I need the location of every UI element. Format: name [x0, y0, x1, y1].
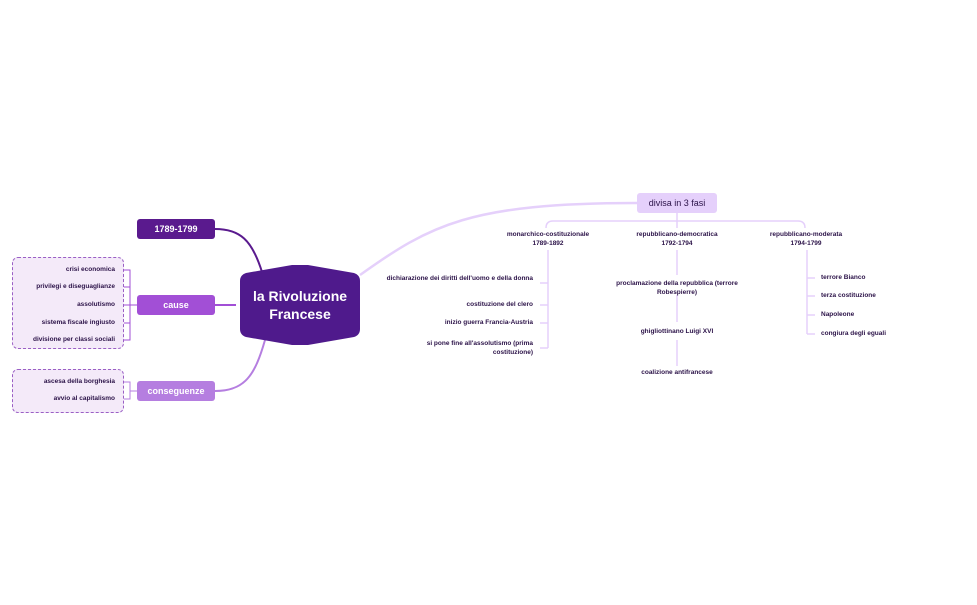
link-central-fasi	[359, 201, 638, 277]
phase-title[interactable]: repubblicano-democratica 1792-1794	[615, 230, 739, 248]
phase-3-item[interactable]: Napoleone	[821, 311, 855, 318]
phase-2-item[interactable]: coalizione antifrancese	[641, 369, 713, 376]
cause-item[interactable]: assolutismo	[77, 301, 115, 308]
link-central-cons	[214, 339, 266, 392]
cause-item[interactable]: divisione per classi sociali	[32, 336, 115, 343]
phase-title[interactable]: monarchico-costituzionale 1789-1892	[486, 230, 610, 248]
central-topic[interactable]: la Rivoluzione Francese	[236, 265, 364, 345]
cause-item[interactable]: sistema fiscale ingiusto	[41, 319, 115, 326]
central-hexagon-shape	[240, 265, 360, 345]
cause-item[interactable]: privilegi e diseguaglianze	[36, 283, 115, 290]
phase-title[interactable]: repubblicano-moderata 1794-1799	[744, 230, 868, 248]
conseguenze-item[interactable]: avvio al capitalismo	[53, 395, 115, 402]
fasi-topic[interactable]: divisa in 3 fasi	[637, 193, 717, 213]
central-title: la Rivoluzione Francese	[252, 288, 348, 322]
phase-1-item[interactable]: si pone fine all'assolutismo (prima cost…	[426, 340, 533, 356]
phase-1-item[interactable]: dichiarazione dei diritti dell'uomo e de…	[386, 275, 533, 282]
phase-years: 1792-1794	[661, 240, 693, 247]
conseguenze-group-boundary	[12, 369, 124, 413]
conseguenze-topic[interactable]: conseguenze	[137, 381, 215, 401]
cause-group-boundary	[12, 257, 124, 349]
cause-item[interactable]: crisi economica	[65, 266, 115, 273]
phase-years: 1794-1799	[790, 240, 822, 247]
phase-3-item[interactable]: congiura degli eguali	[821, 330, 887, 337]
phase-2-item[interactable]: proclamazione della repubblica (terrore …	[616, 280, 738, 296]
phase-years: 1789-1892	[532, 240, 564, 247]
phase-1-item[interactable]: inizio guerra Francia-Austria	[444, 319, 533, 326]
phase-name: repubblicano-moderata	[769, 231, 843, 238]
cause-topic[interactable]: cause	[137, 295, 215, 315]
phase-name: monarchico-costituzionale	[506, 231, 590, 238]
link-central-date	[214, 228, 263, 273]
phase-1-item[interactable]: costituzione del clero	[466, 301, 533, 308]
conseguenze-item[interactable]: ascesa della borghesia	[43, 378, 115, 385]
phase-3-item[interactable]: terrore Bianco	[821, 274, 866, 281]
phase-2-item[interactable]: ghigliottinano Luigi XVI	[640, 328, 714, 335]
phase-name: repubblicano-democratica	[636, 231, 718, 238]
fasi-tree-links	[540, 213, 815, 366]
date-topic[interactable]: 1789-1799	[137, 219, 215, 239]
phase-3-item[interactable]: terza costituzione	[821, 292, 876, 299]
